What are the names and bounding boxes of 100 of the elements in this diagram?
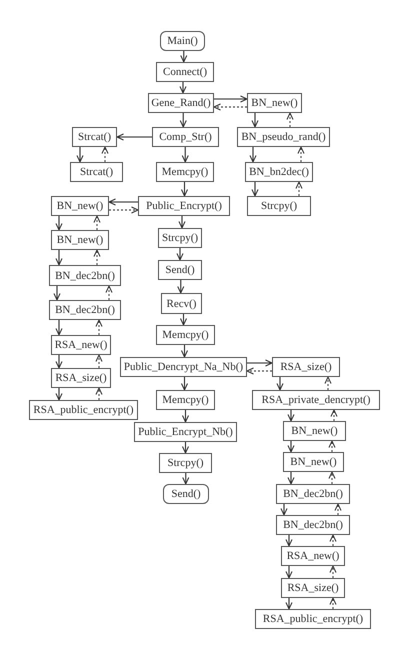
dashed-return-arrow xyxy=(96,354,102,368)
function-name: Main() xyxy=(167,35,198,47)
function-box xyxy=(272,357,340,377)
function-name: Send() xyxy=(165,264,195,276)
dashed-return-arrow xyxy=(94,216,100,230)
function-name: RSA_size() xyxy=(280,361,332,373)
function-name: RSA_public_encrypt() xyxy=(262,613,364,625)
dashed-return-arrow xyxy=(334,504,342,516)
function-name: BN_dec2bn() xyxy=(283,488,343,500)
call-arrow xyxy=(56,250,62,266)
function-box xyxy=(134,422,237,442)
function-name: BN_dec2bn() xyxy=(55,304,115,316)
terminal-box xyxy=(163,484,209,504)
function-box xyxy=(245,162,313,182)
function-box xyxy=(252,390,380,410)
function-name: Strcpy() xyxy=(167,457,204,469)
function-name: Send() xyxy=(171,488,201,500)
function-name: Memcpy() xyxy=(162,329,209,341)
dashed-return-arrow xyxy=(330,410,338,422)
function-box xyxy=(72,127,117,147)
function-name: RSA_size() xyxy=(287,582,339,594)
function-box xyxy=(156,62,214,82)
call-arrow xyxy=(252,113,258,128)
function-name: Strcpy() xyxy=(260,200,298,212)
function-name: Gene_Rand() xyxy=(151,97,211,109)
function-box xyxy=(49,265,121,286)
call-arrow xyxy=(177,280,184,294)
function-name: Public_Dencrypt_Na_Nb() xyxy=(124,361,244,373)
function-name: BN_new() xyxy=(251,97,298,109)
call-arrow xyxy=(214,96,248,102)
call-arrow xyxy=(56,388,62,400)
function-box xyxy=(159,453,212,473)
dashed-return-arrow xyxy=(286,112,294,128)
dashed-return-arrow xyxy=(328,472,336,484)
call-arrow xyxy=(182,147,189,162)
call-arrow xyxy=(286,535,292,546)
dashed-return-arrow xyxy=(214,104,248,110)
call-arrow xyxy=(276,377,284,390)
call-arrow xyxy=(252,182,258,196)
dashed-return-arrow xyxy=(96,320,102,336)
dashed-return-arrow xyxy=(330,598,336,610)
dashed-return-arrow xyxy=(328,440,336,452)
function-box xyxy=(49,300,121,320)
call-arrow xyxy=(56,216,62,230)
call-arrow xyxy=(76,147,84,162)
call-arrow xyxy=(247,360,272,366)
function-name: BN_pseudo_rand() xyxy=(241,131,326,143)
call-arrow xyxy=(181,377,188,390)
dashed-return-arrow xyxy=(296,182,302,196)
function-box xyxy=(138,196,230,216)
call-arrow xyxy=(288,410,294,422)
call-arrow xyxy=(280,504,288,516)
call-arrow xyxy=(116,134,152,140)
call-arrow xyxy=(178,216,186,228)
dashed-return-arrow xyxy=(324,376,332,390)
function-name: BN_dec2bn() xyxy=(55,270,115,282)
function-name: Connect() xyxy=(163,66,207,78)
call-arrow xyxy=(180,82,186,94)
function-box xyxy=(247,93,302,113)
call-arrow xyxy=(176,248,184,260)
function-box xyxy=(148,93,214,113)
function-box xyxy=(276,484,350,504)
call-arrow xyxy=(288,441,294,452)
call-arrow xyxy=(54,286,60,300)
function-box xyxy=(51,368,111,388)
function-name: Memcpy() xyxy=(162,166,208,178)
call-arrow xyxy=(181,182,188,196)
dashed-return-arrow xyxy=(246,368,272,374)
function-box xyxy=(29,400,138,420)
dashed-return-arrow xyxy=(108,206,138,214)
function-name: BN_dec2bn() xyxy=(283,519,343,531)
dashed-return-arrow xyxy=(330,534,336,546)
function-box xyxy=(255,609,371,629)
function-box xyxy=(70,162,123,182)
function-name: Strcat() xyxy=(80,166,113,178)
call-arrow xyxy=(180,113,187,128)
call-arrow xyxy=(108,198,138,206)
function-name: Recv() xyxy=(166,298,196,310)
function-box xyxy=(283,421,346,441)
function-box xyxy=(51,335,111,355)
call-arrow xyxy=(286,566,292,578)
function-box xyxy=(156,325,215,345)
dashed-return-arrow xyxy=(102,146,108,162)
call-arrow xyxy=(288,472,294,484)
function-box xyxy=(158,228,202,248)
call-arrow xyxy=(182,410,189,422)
call-arrow xyxy=(180,314,187,326)
function-name: Memcpy() xyxy=(162,394,209,406)
function-name: BN_new() xyxy=(56,200,104,212)
function-name: BN_new() xyxy=(290,456,337,468)
dashed-return-arrow xyxy=(298,146,304,162)
call-arrow xyxy=(180,51,188,62)
function-name: Strcat() xyxy=(78,131,111,143)
function-name: RSA_private_dencrypt() xyxy=(262,394,370,406)
function-name: BN_new() xyxy=(56,234,104,246)
function-box xyxy=(281,578,345,598)
function-box xyxy=(120,357,247,377)
call-arrow xyxy=(286,598,292,610)
function-name: RSA_new() xyxy=(286,550,340,562)
call-arrow xyxy=(181,345,188,358)
